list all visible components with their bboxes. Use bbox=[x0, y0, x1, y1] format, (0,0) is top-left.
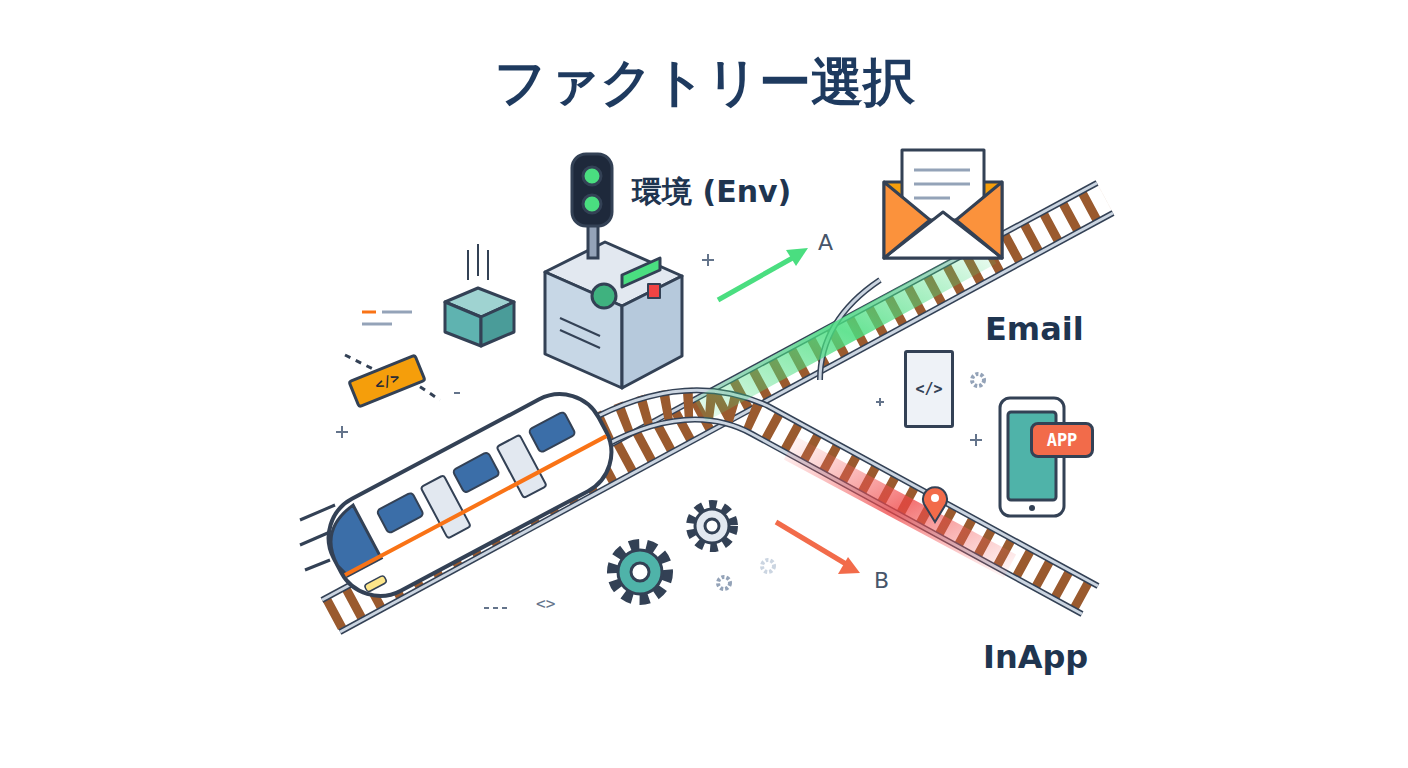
node-text: APP bbox=[1047, 430, 1078, 450]
node-text: </> bbox=[372, 369, 401, 393]
route-a-arrow bbox=[718, 248, 808, 300]
rail-highlight bbox=[340, 213, 1113, 632]
code-glyph: <> bbox=[536, 594, 555, 613]
train-windshield bbox=[316, 505, 381, 578]
sparkles bbox=[336, 254, 982, 608]
code-dashes bbox=[362, 312, 412, 324]
env-label: 環境 (Env) bbox=[632, 172, 791, 213]
channel-label: Email bbox=[985, 310, 1084, 348]
node-text: </> bbox=[915, 380, 942, 398]
train-stripe bbox=[345, 436, 606, 575]
train-body bbox=[313, 379, 627, 612]
train-light bbox=[364, 575, 387, 592]
title: ファクトリー選択 bbox=[0, 48, 1408, 118]
train-window bbox=[528, 411, 576, 453]
train-window bbox=[452, 452, 500, 494]
train bbox=[313, 379, 627, 612]
train-window bbox=[376, 492, 424, 534]
signal-light bbox=[572, 154, 612, 258]
package-cube bbox=[445, 244, 514, 346]
code-document: </> bbox=[904, 350, 954, 428]
app-bubble: APP bbox=[1030, 422, 1094, 458]
channel-label: InApp bbox=[983, 638, 1088, 676]
rail bbox=[340, 213, 1113, 632]
signal-box bbox=[545, 242, 682, 388]
route-label: A bbox=[818, 230, 833, 255]
route-label: B bbox=[874, 568, 889, 593]
route-b-arrow bbox=[776, 522, 860, 574]
email-envelope bbox=[884, 150, 1002, 258]
location-pin bbox=[923, 487, 947, 522]
